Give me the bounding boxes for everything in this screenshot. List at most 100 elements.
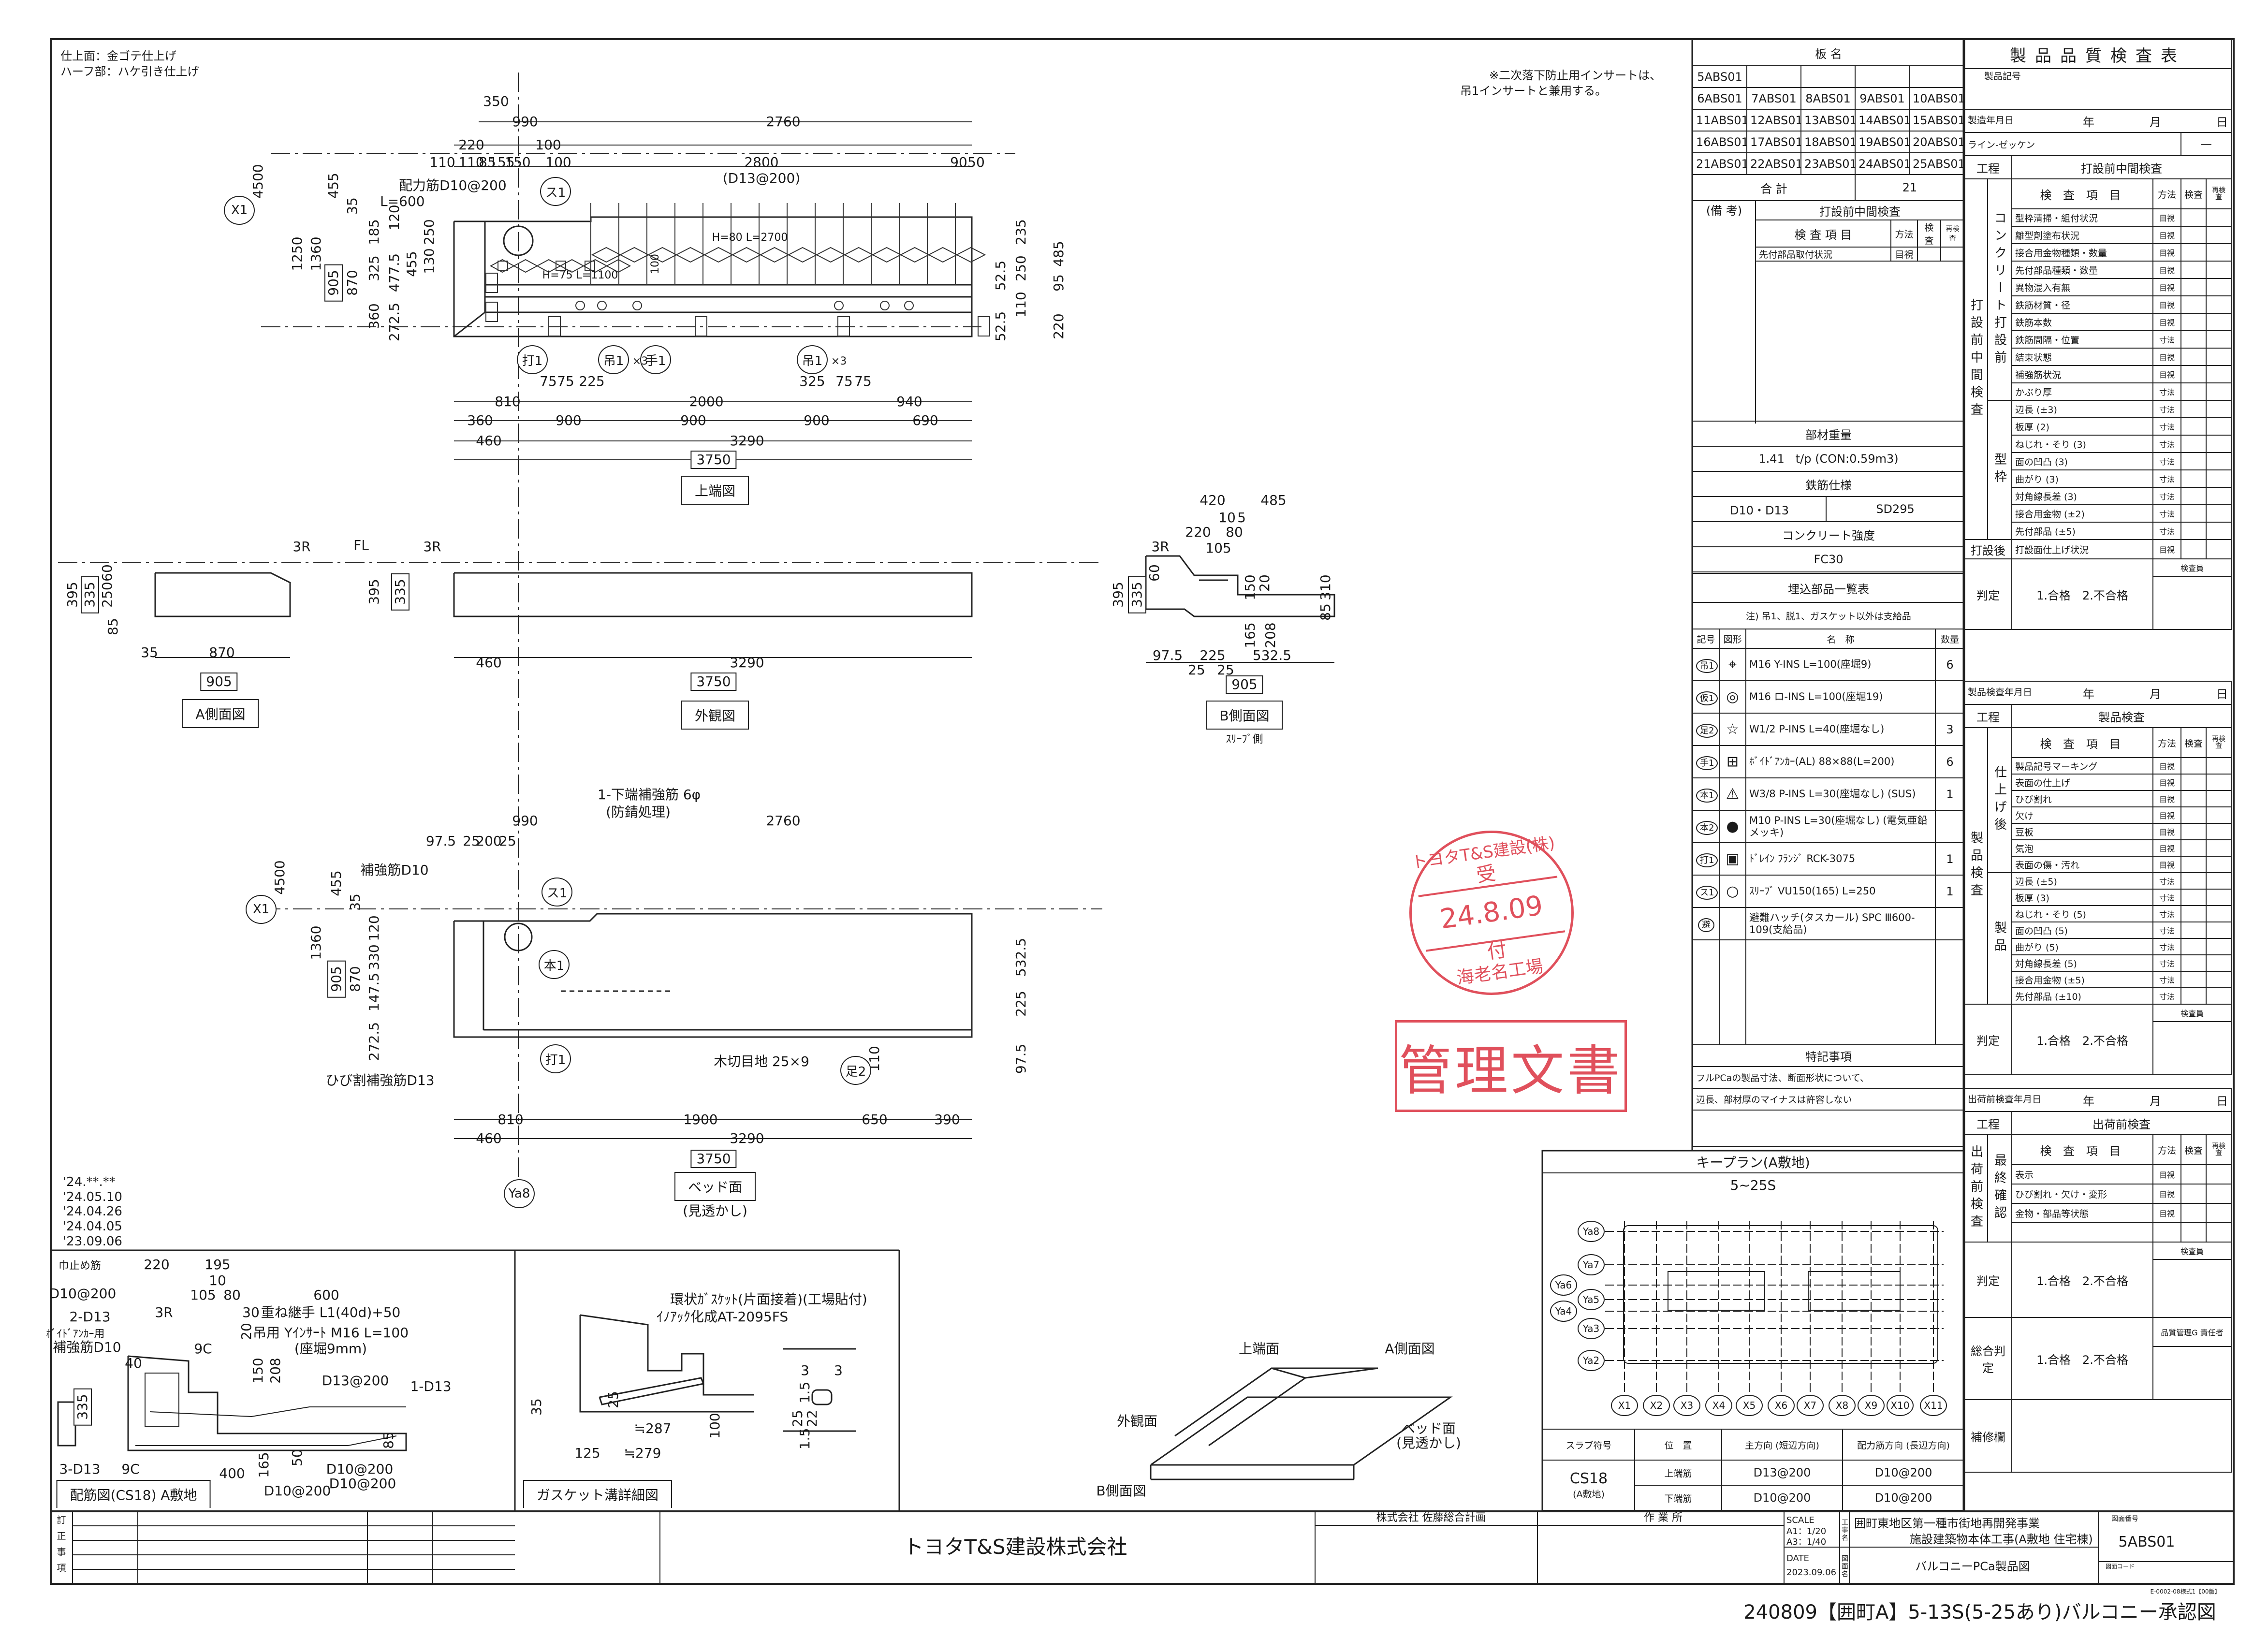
recheck-cell[interactable] <box>2206 261 2232 279</box>
inspector-signature[interactable] <box>2152 576 2232 630</box>
check-cell[interactable] <box>2180 539 2207 559</box>
check-cell[interactable] <box>2180 313 2207 331</box>
recheck-cell[interactable] <box>2205 938 2232 955</box>
check-cell[interactable] <box>2180 905 2207 922</box>
recheck-cell[interactable] <box>2206 504 2232 523</box>
inspector-signature[interactable] <box>2152 1259 2232 1318</box>
recheck-cell[interactable] <box>2206 330 2232 349</box>
check-cell[interactable] <box>2180 469 2207 488</box>
check-cell[interactable] <box>2180 889 2207 906</box>
recheck-cell[interactable] <box>2206 295 2232 314</box>
check-cell[interactable] <box>2180 774 2207 791</box>
board-name-cell: 13ABS01 <box>1800 109 1856 132</box>
recheck-cell[interactable] <box>2205 971 2232 988</box>
check-cell[interactable] <box>2180 330 2207 349</box>
recheck-cell[interactable] <box>2206 382 2232 401</box>
recheck-cell[interactable] <box>2205 987 2232 1005</box>
check-cell[interactable] <box>2180 987 2207 1005</box>
recheck-cell[interactable] <box>2206 348 2232 366</box>
recheck-cell[interactable] <box>2205 757 2232 775</box>
inspector-signature[interactable] <box>2152 1021 2232 1075</box>
check-cell[interactable] <box>2180 278 2207 296</box>
check-cell[interactable] <box>2180 757 2207 775</box>
check-cell[interactable] <box>2180 226 2207 244</box>
check-cell[interactable] <box>2180 295 2207 314</box>
check-cell[interactable] <box>2180 954 2207 972</box>
recheck-cell[interactable] <box>2206 435 2232 453</box>
recheck-cell[interactable] <box>2206 243 2232 262</box>
check-cell[interactable] <box>2180 1222 2207 1243</box>
check-cell[interactable] <box>2180 823 2207 840</box>
board-name-cell: 6ABS01 <box>1692 87 1747 110</box>
blank <box>1692 939 1720 1045</box>
check-cell[interactable] <box>2180 1203 2207 1223</box>
check-cell[interactable] <box>2180 1164 2207 1185</box>
qc-manager-signature[interactable] <box>2152 1346 2232 1400</box>
rebar-dimension-label: 1-D13 <box>410 1378 452 1394</box>
month-label: 月 <box>2150 687 2162 701</box>
check-cell[interactable] <box>2180 872 2207 890</box>
board-name-cell: 11ABS01 <box>1692 109 1747 132</box>
recheck-cell[interactable] <box>2205 856 2232 873</box>
recheck-cell[interactable] <box>2205 921 2232 939</box>
recheck-cell[interactable] <box>2206 522 2232 540</box>
recheck-cell[interactable] <box>2206 539 2232 559</box>
recheck-cell[interactable] <box>2206 365 2232 383</box>
recheck-cell[interactable] <box>2205 872 2232 890</box>
recheck-cell[interactable] <box>2205 889 2232 906</box>
recheck-cell[interactable] <box>2205 806 2232 824</box>
check-cell[interactable] <box>2180 208 2207 227</box>
check-cell[interactable] <box>2180 806 2207 824</box>
recheck-cell[interactable] <box>2206 278 2232 296</box>
recheck-cell[interactable] <box>2205 1203 2232 1223</box>
recheck-cell[interactable] <box>1940 247 1965 262</box>
recheck-cell[interactable] <box>2205 1164 2232 1185</box>
recheck-cell[interactable] <box>2206 400 2232 418</box>
check-cell[interactable] <box>2180 400 2207 418</box>
check-cell[interactable] <box>2180 261 2207 279</box>
recheck-cell[interactable] <box>2206 452 2232 470</box>
board-name-cell: 21ABS01 <box>1692 152 1747 175</box>
check-cell[interactable] <box>2180 856 2207 873</box>
check-cell[interactable] <box>2180 382 2207 401</box>
recheck-cell[interactable] <box>2205 1184 2232 1204</box>
repair-field[interactable] <box>2011 1399 2232 1473</box>
check-cell[interactable] <box>2180 522 2207 540</box>
side-b-dimension-label: 105 <box>1205 540 1231 556</box>
recheck-cell[interactable] <box>2205 790 2232 807</box>
recheck-cell[interactable] <box>2206 487 2232 505</box>
check-cell[interactable] <box>2180 243 2207 262</box>
recheck-cell[interactable] <box>2205 905 2232 922</box>
check-cell[interactable] <box>2180 365 2207 383</box>
recheck-cell[interactable] <box>2206 469 2232 488</box>
check-cell[interactable] <box>2180 417 2207 436</box>
bed-view-subtitle: (見透かし) <box>683 1203 747 1219</box>
check-cell[interactable] <box>2180 504 2207 523</box>
recheck-cell[interactable] <box>2206 313 2232 331</box>
recheck-cell[interactable] <box>2206 208 2232 227</box>
recheck-cell[interactable] <box>2205 774 2232 791</box>
recheck-cell[interactable] <box>2205 1222 2232 1243</box>
recheck-cell[interactable] <box>2206 417 2232 436</box>
check-cell[interactable] <box>2180 938 2207 955</box>
check-cell[interactable] <box>2180 1184 2207 1204</box>
check-cell[interactable] <box>2180 487 2207 505</box>
check-cell[interactable] <box>2180 921 2207 939</box>
gasket-dimension-label: ｲﾉｱｯｸ化成AT-2095FS <box>656 1309 789 1325</box>
col-inspection-item: 検 査 項 目 <box>2011 727 2153 758</box>
recheck-cell[interactable] <box>2206 226 2232 244</box>
check-cell[interactable] <box>1917 247 1941 262</box>
inspection-item: 鉄筋間隔・位置 <box>2011 330 2153 349</box>
recheck-cell[interactable] <box>2205 823 2232 840</box>
slab-site: (A敷地) <box>1573 1489 1605 1500</box>
form-number: E-0002-08様式1【00版】 <box>2150 1588 2221 1595</box>
check-cell[interactable] <box>2180 348 2207 366</box>
check-cell[interactable] <box>2180 839 2207 857</box>
check-cell[interactable] <box>2180 790 2207 807</box>
check-cell[interactable] <box>2180 971 2207 988</box>
check-cell[interactable] <box>2180 452 2207 470</box>
recheck-cell[interactable] <box>2205 954 2232 972</box>
recheck-cell[interactable] <box>2205 839 2232 857</box>
check-cell[interactable] <box>2180 435 2207 453</box>
